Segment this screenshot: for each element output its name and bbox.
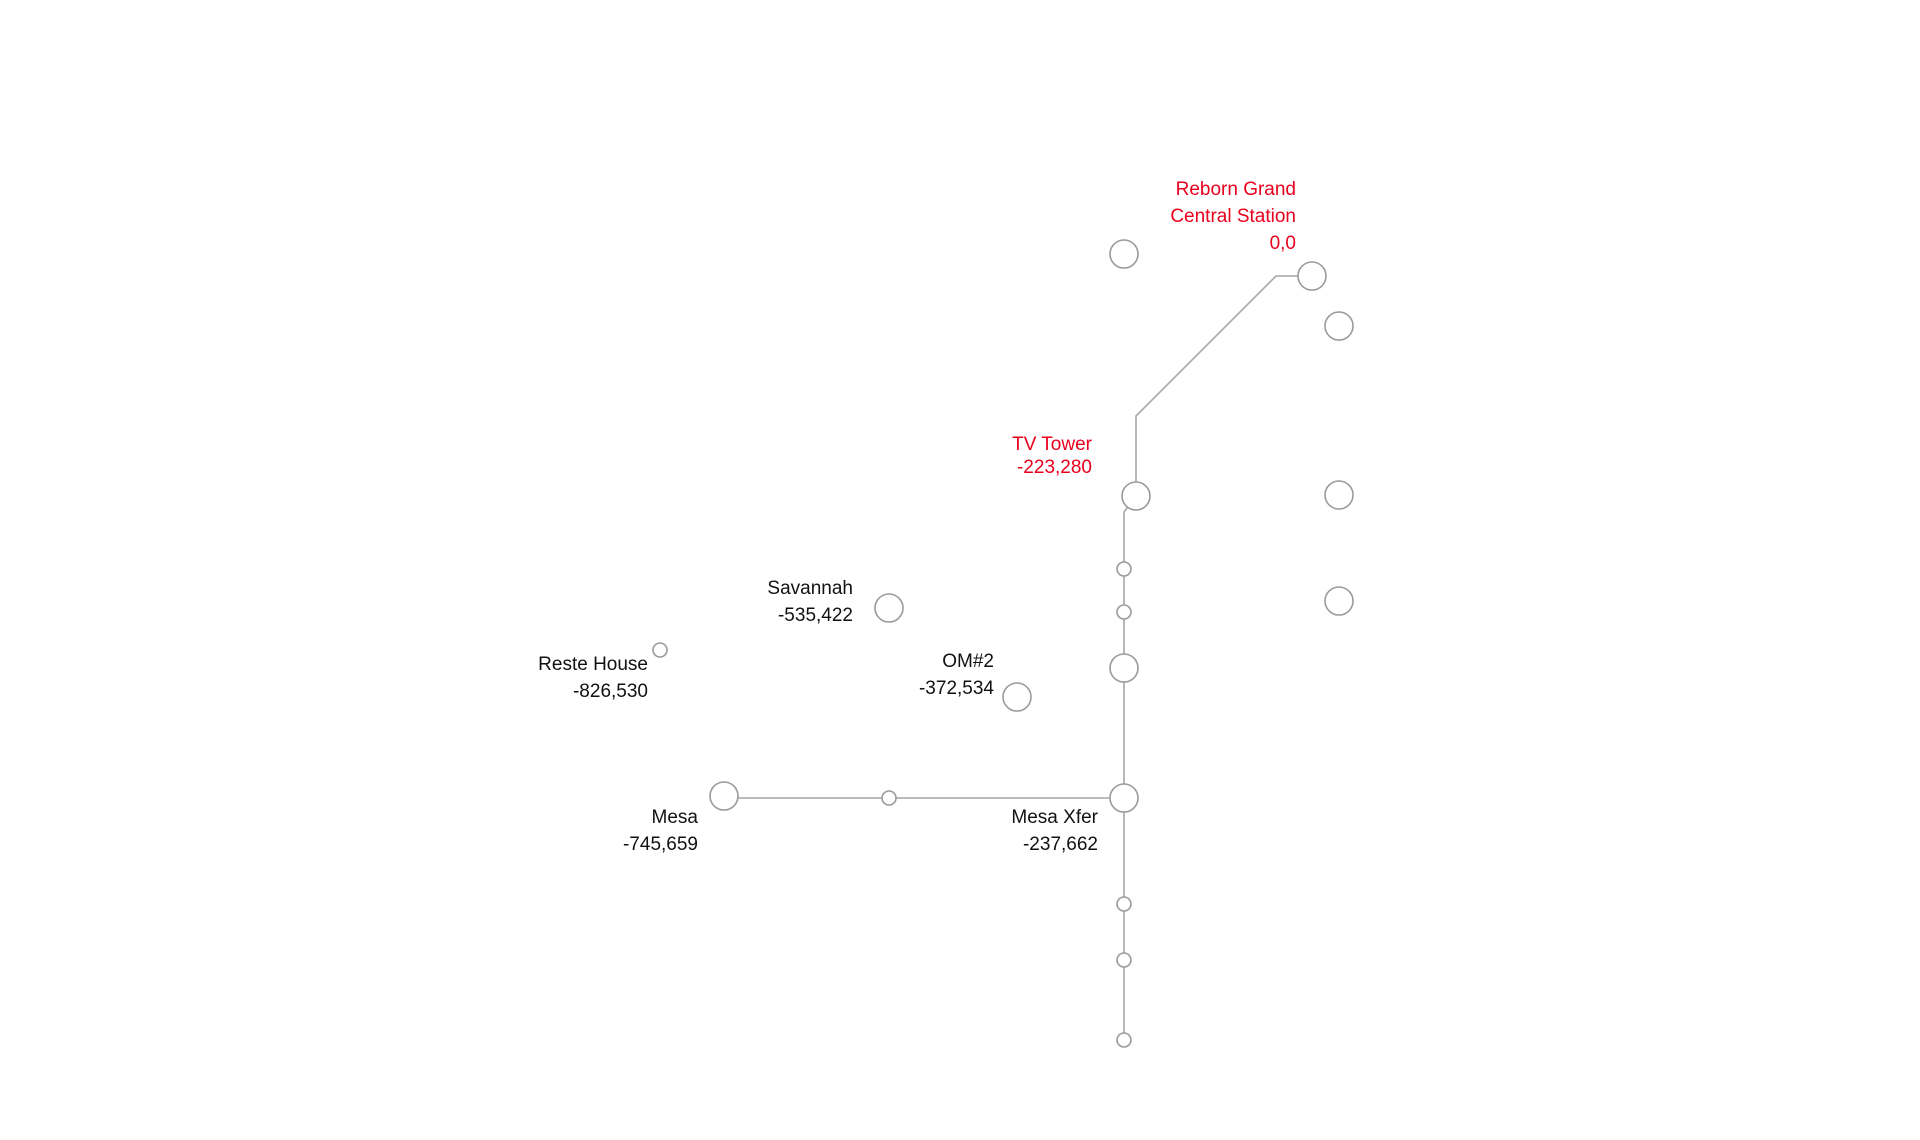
label-tv-tower: TV Tower -223,280 [1012,433,1092,479]
station-node-unlabeled-right-1[interactable] [1324,311,1354,341]
label-mesa-xfer-value: -237,662 [1022,834,1098,855]
label-mesa-xfer-name: Mesa Xfer [1011,807,1098,828]
station-node-small-3[interactable] [1116,896,1132,912]
station-nodes [652,239,1354,1048]
label-tv-tower-value: -223,280 [1016,457,1092,478]
station-node-om2[interactable] [1002,682,1032,712]
label-savannah-name: Savannah [767,578,853,599]
route-lines [724,275,1312,1040]
label-reborn-line1: Reborn Grand [1175,179,1296,200]
label-reste-house: Reste House -826,530 [538,651,648,705]
station-node-reste-house[interactable] [652,642,668,658]
station-node-small-5[interactable] [1116,1032,1132,1048]
station-node-reborn-grand-central[interactable] [1297,261,1327,291]
station-node-savannah[interactable] [874,593,904,623]
label-savannah-value: -535,422 [777,605,853,626]
station-node-small-2[interactable] [1116,604,1132,620]
label-tv-tower-name: TV Tower [1012,434,1092,455]
station-node-mesa-xfer[interactable] [1109,783,1139,813]
label-reste-house-name: Reste House [538,654,648,675]
label-reste-house-value: -826,530 [572,681,648,702]
station-node-unlabeled-right-2[interactable] [1324,480,1354,510]
label-om2: OM#2 -372,534 [919,648,994,702]
station-node-unlabeled-right-3[interactable] [1324,586,1354,616]
label-mesa: Mesa -745,659 [623,804,698,858]
label-mesa-value: -745,659 [622,834,698,855]
label-om2-name: OM#2 [942,651,994,672]
station-node-small-1[interactable] [1116,561,1132,577]
station-node-trunk-mid[interactable] [1109,653,1139,683]
label-mesa-name: Mesa [651,807,698,828]
label-mesa-xfer: Mesa Xfer -237,662 [1011,804,1098,858]
label-savannah: Savannah -535,422 [767,575,853,629]
station-node-unlabeled-top-left[interactable] [1109,239,1139,269]
label-reborn-line2: Central Station [1170,206,1296,227]
label-reborn-value: 0,0 [1269,233,1296,254]
label-om2-value: -372,534 [918,678,994,699]
station-node-mesa[interactable] [709,781,739,811]
label-reborn-grand-central: Reborn Grand Central Station 0,0 [1170,176,1296,257]
route-line-reborn-to-tv-tower [1135,275,1312,496]
station-node-small-4[interactable] [1116,952,1132,968]
station-node-mesa-branch-small[interactable] [881,790,897,806]
station-node-tv-tower[interactable] [1121,481,1151,511]
